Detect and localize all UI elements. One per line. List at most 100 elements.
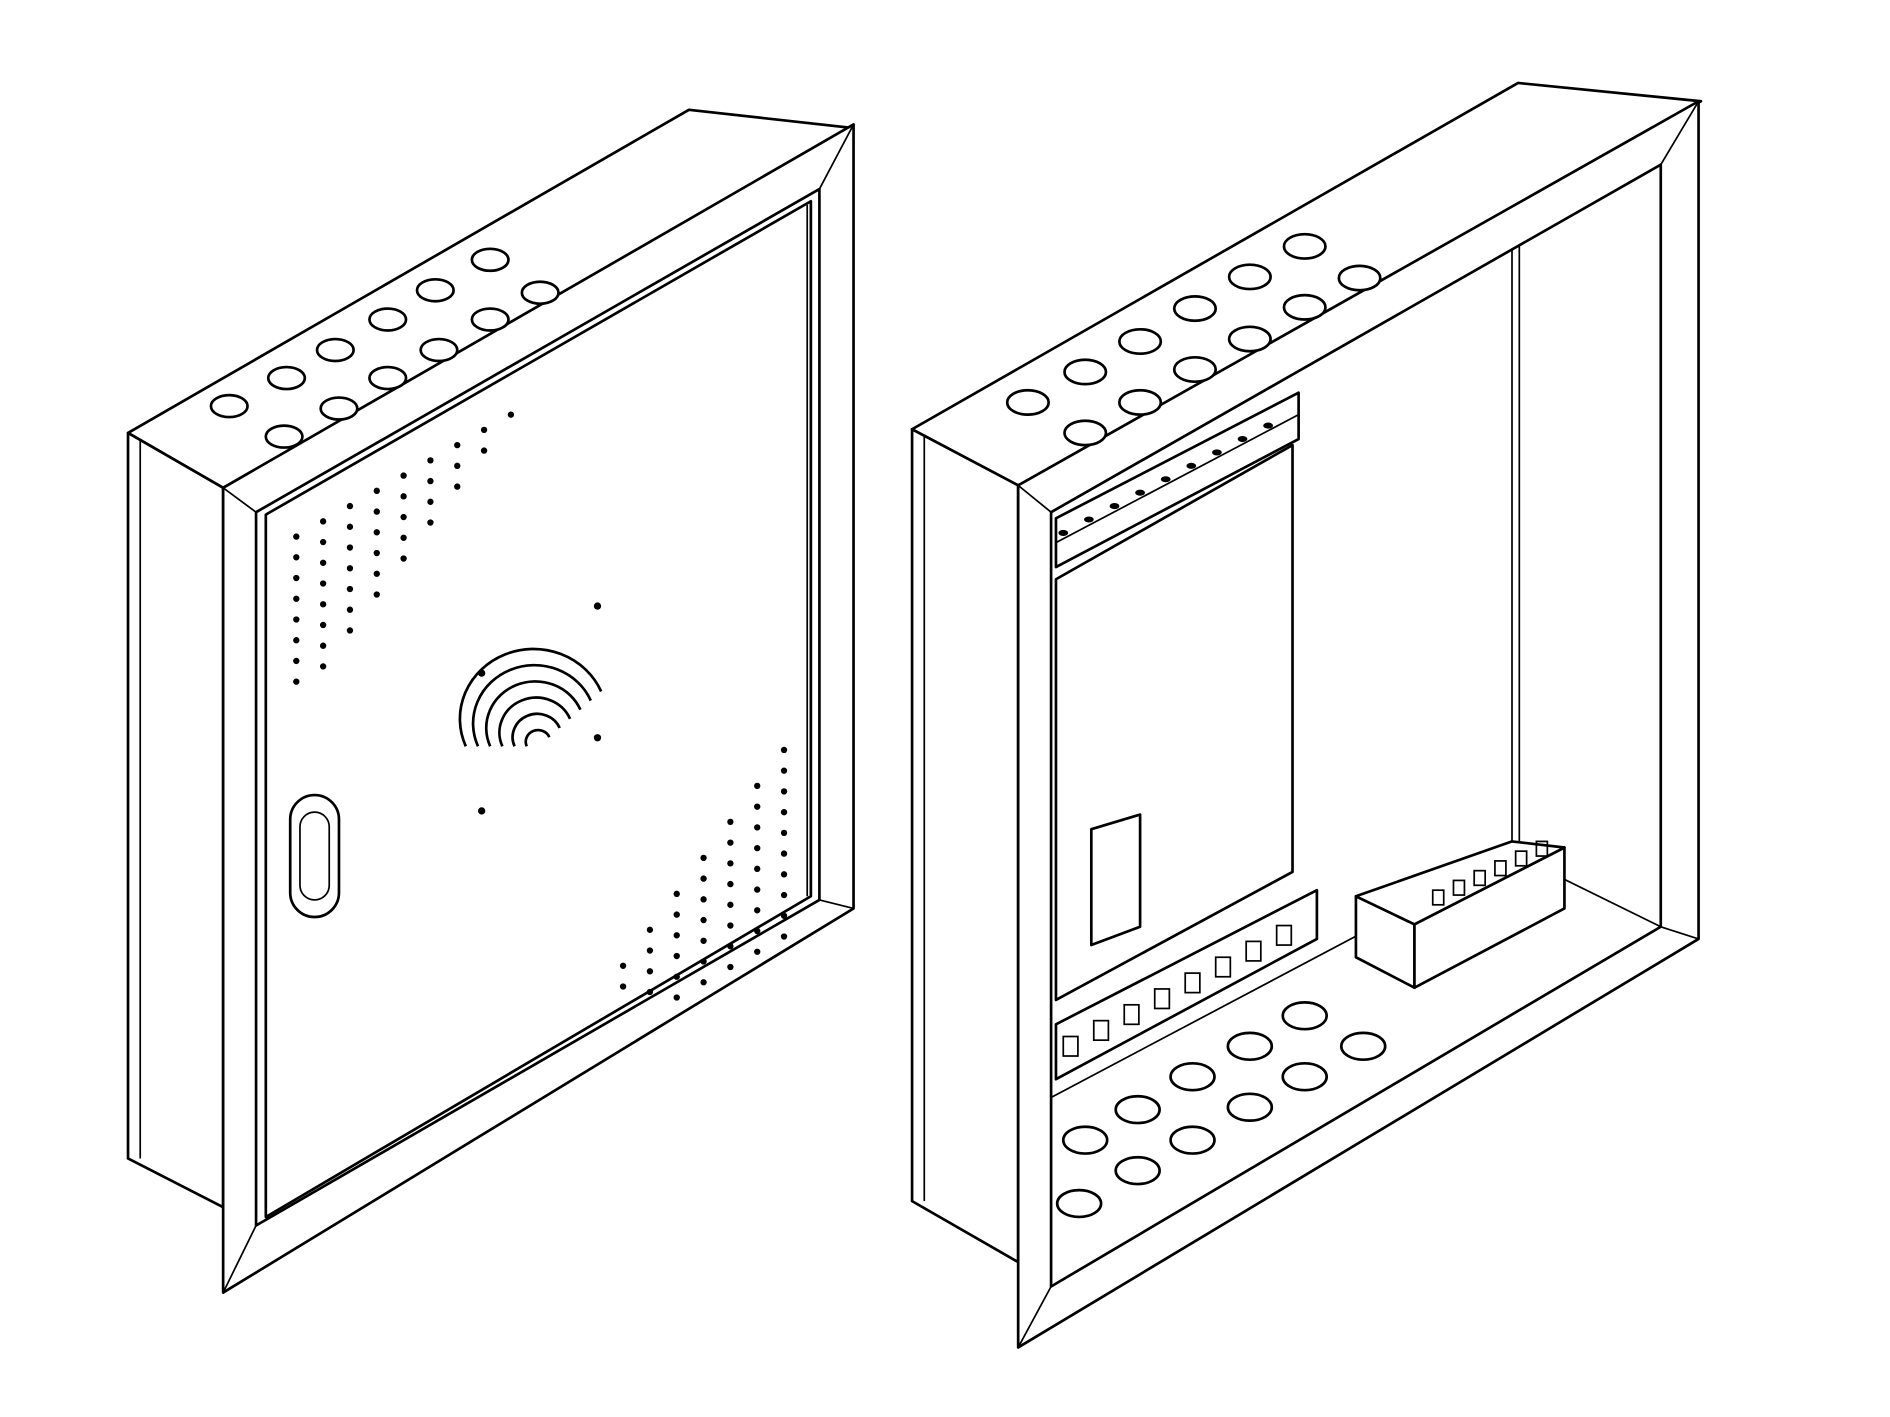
vent-dot bbox=[727, 963, 734, 971]
din-rail bbox=[1054, 391, 1300, 569]
cable-hole bbox=[470, 307, 510, 332]
signal-arc bbox=[484, 680, 582, 747]
vent-dot bbox=[780, 912, 788, 919]
vent-dot bbox=[427, 498, 434, 505]
knockout-hole bbox=[1281, 1061, 1328, 1092]
bottom-knockouts bbox=[1055, 1001, 1387, 1219]
vent-dot bbox=[400, 513, 407, 521]
open-door-handle bbox=[1089, 813, 1142, 947]
vent-dot bbox=[754, 844, 761, 852]
vent-dot bbox=[400, 534, 407, 541]
vent-dot bbox=[293, 657, 300, 665]
knockout-hole bbox=[1226, 1031, 1274, 1062]
vent-dot bbox=[373, 549, 380, 557]
cable-hole bbox=[1063, 358, 1108, 386]
knockout-hole bbox=[1114, 1094, 1161, 1125]
vent-dot bbox=[646, 968, 654, 975]
vent-dot bbox=[373, 508, 380, 515]
vent-dot bbox=[700, 896, 707, 903]
cable-hole bbox=[319, 396, 359, 421]
vent-dot bbox=[293, 574, 300, 582]
signal-arc bbox=[458, 647, 603, 747]
cable-hole bbox=[415, 277, 455, 303]
cable-entry-holes bbox=[1005, 232, 1382, 447]
vent-dot bbox=[319, 621, 327, 629]
knockout-hole bbox=[1226, 1092, 1274, 1122]
cable-hole bbox=[470, 247, 510, 273]
vent-dot bbox=[319, 538, 327, 546]
vent-dot bbox=[373, 529, 380, 536]
signal-arc bbox=[471, 663, 593, 747]
vent-dot bbox=[319, 642, 327, 649]
ventilation-perforations bbox=[293, 411, 788, 1001]
open-enclosure bbox=[910, 81, 1703, 1349]
rail-slot bbox=[1109, 503, 1120, 510]
vent-dot bbox=[346, 606, 354, 613]
vent-dot bbox=[673, 973, 680, 980]
vent-dot bbox=[780, 850, 788, 857]
vent-dot bbox=[293, 637, 300, 644]
vent-dot bbox=[619, 962, 627, 969]
terminal-slot bbox=[1535, 840, 1549, 857]
vent-dot bbox=[700, 854, 707, 862]
vent-dot bbox=[373, 591, 380, 598]
knockout-hole bbox=[1114, 1155, 1161, 1186]
knockout-hole bbox=[1169, 1125, 1216, 1155]
vent-dot bbox=[319, 601, 327, 608]
vent-dot bbox=[319, 663, 327, 670]
vent-dot bbox=[346, 585, 354, 593]
rail-slot bbox=[1058, 529, 1069, 536]
vent-dot bbox=[673, 911, 680, 918]
cable-hole bbox=[1005, 388, 1050, 416]
vent-dot bbox=[346, 627, 354, 634]
cable-hole bbox=[1227, 325, 1272, 353]
rail-slots bbox=[1058, 422, 1549, 1057]
vent-dot bbox=[346, 523, 354, 530]
cable-hole bbox=[1172, 295, 1218, 323]
vent-dot bbox=[346, 565, 354, 572]
vent-dot bbox=[700, 937, 707, 944]
rail-slot bbox=[1084, 516, 1094, 523]
vent-dot bbox=[727, 901, 734, 908]
closed-enclosure bbox=[126, 108, 855, 1294]
rail-slot bbox=[1237, 435, 1248, 443]
vent-dot bbox=[754, 865, 761, 873]
vent-dot bbox=[727, 943, 734, 950]
vent-dot bbox=[700, 916, 707, 924]
vent-dot bbox=[754, 948, 761, 955]
vent-dot bbox=[727, 880, 734, 888]
cable-hole bbox=[368, 365, 408, 391]
vent-dot bbox=[780, 829, 788, 837]
cable-hole bbox=[1227, 263, 1272, 291]
vent-dot bbox=[400, 472, 407, 479]
vent-dot bbox=[780, 746, 788, 754]
vent-dot bbox=[480, 447, 488, 454]
terminal-slot bbox=[1123, 1003, 1140, 1026]
cable-hole bbox=[1063, 419, 1108, 447]
signal-arc bbox=[498, 696, 572, 747]
back-box-side bbox=[126, 431, 225, 1209]
vent-dot bbox=[646, 926, 654, 933]
vent-dot bbox=[727, 860, 734, 867]
cable-hole bbox=[1172, 355, 1218, 384]
vent-dot bbox=[700, 875, 707, 882]
vent-dot bbox=[646, 947, 654, 954]
vent-dot bbox=[673, 932, 680, 939]
rail-slot bbox=[1263, 422, 1274, 429]
vent-dot bbox=[319, 559, 327, 566]
cable-hole bbox=[264, 424, 304, 449]
vent-dot bbox=[454, 441, 461, 449]
screw-hole bbox=[477, 669, 486, 677]
rail-slot bbox=[1135, 489, 1145, 496]
terminal-slot bbox=[1452, 879, 1466, 896]
terminal-slot bbox=[1275, 924, 1293, 946]
vent-dot bbox=[319, 580, 327, 587]
vent-dot bbox=[754, 886, 761, 893]
terminal-slot bbox=[1153, 988, 1171, 1010]
knockout-hole bbox=[1339, 1031, 1387, 1062]
cable-entry-holes bbox=[209, 247, 560, 449]
vent-dot bbox=[427, 477, 434, 485]
screw-hole bbox=[593, 734, 602, 742]
terminal-slot bbox=[1473, 869, 1487, 887]
